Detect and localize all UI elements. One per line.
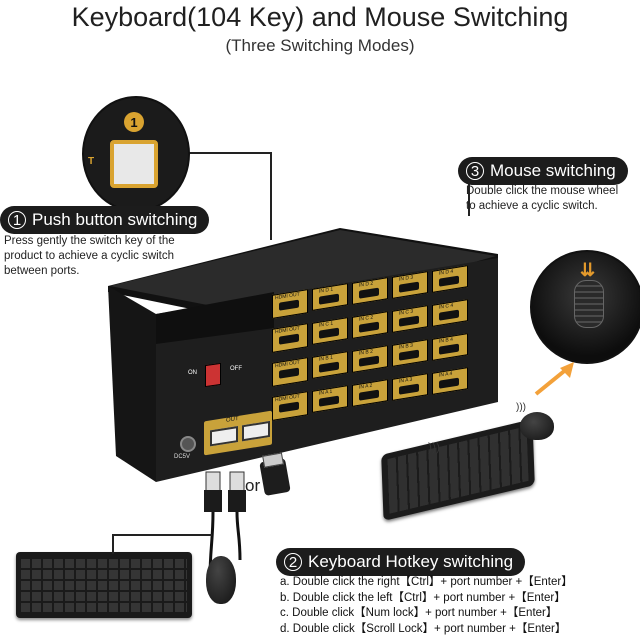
hotkey-item: c. Double click【Num lock】+ port number +… <box>280 607 558 619</box>
hdmi-in-port[interactable]: IN C 1 <box>312 317 348 345</box>
hdmi-in-port[interactable]: IN D 3 <box>392 271 428 299</box>
power-switch[interactable] <box>205 362 221 388</box>
hdmi-in-label: IN C 1 <box>319 320 334 329</box>
hdmi-in-label: IN A 4 <box>439 370 453 379</box>
wired-keyboard <box>16 552 192 618</box>
hdmi-in-label: IN D 3 <box>399 274 414 283</box>
hdmi-in-port[interactable]: IN D 1 <box>312 283 348 311</box>
hdmi-in-port[interactable]: IN C 4 <box>432 299 468 327</box>
connector-line <box>468 180 470 216</box>
hdmi-in-label: IN C 3 <box>399 308 414 317</box>
arrow-down-icon: ⇊ <box>580 260 596 280</box>
mouse-mode-description: Double click the mouse wheel to achieve … <box>466 185 619 212</box>
on-label: ON <box>188 370 197 376</box>
hdmi-in-port[interactable]: IN B 1 <box>312 351 348 379</box>
usb-cables <box>204 471 246 579</box>
push-mode-description: Press gently the switch key of the produ… <box>4 235 175 277</box>
hotkey-item: a. Double click the right【Ctrl】+ port nu… <box>280 576 573 588</box>
hdmi-in-port[interactable]: IN D 4 <box>432 265 468 293</box>
hdmi-in-label: IN B 1 <box>319 354 333 363</box>
hdmi-in-label: IN D 2 <box>359 280 374 289</box>
hdmi-in-port[interactable]: IN C 3 <box>392 305 428 333</box>
hdmi-out-port[interactable]: HDMI OUT <box>272 391 308 421</box>
hdmi-in-port[interactable]: IN A 3 <box>392 373 428 401</box>
hdmi-in-label: IN B 3 <box>399 342 413 351</box>
mode-number: 2 <box>284 553 302 571</box>
hdmi-out-port[interactable]: HDMI OUT <box>272 323 308 353</box>
hdmi-in-port[interactable]: IN A 2 <box>352 379 388 407</box>
page-subtitle: (Three Switching Modes) <box>225 36 415 55</box>
push-button-zoom: 1 T <box>82 96 190 212</box>
connector-line <box>180 152 272 154</box>
dc-label: DC5V <box>174 454 191 460</box>
wireless-mouse <box>520 412 554 440</box>
hdmi-in-port[interactable]: IN A 1 <box>312 385 348 413</box>
or-label: or <box>245 476 261 495</box>
arrow-up-right-icon <box>534 362 574 396</box>
mouse-wheel-zoom: ⇊ <box>530 250 640 364</box>
usb-receiver-icon <box>259 452 291 496</box>
hdmi-in-label: IN A 2 <box>359 382 373 391</box>
hdmi-in-label: IN A 1 <box>319 388 333 397</box>
page-title: Keyboard(104 Key) and Mouse Switching <box>71 2 569 32</box>
button-number-badge: 1 <box>124 112 144 132</box>
mode-label: Mouse switching <box>490 161 616 180</box>
hdmi-in-label: IN A 3 <box>399 376 413 385</box>
wifi-icon: ))) <box>516 402 526 413</box>
hdmi-in-port[interactable]: IN B 3 <box>392 339 428 367</box>
hdmi-in-port[interactable]: IN C 2 <box>352 311 388 339</box>
mouse-mode-badge: 3 Mouse switching <box>458 157 628 185</box>
off-label: OFF <box>230 366 242 372</box>
usb-port[interactable] <box>210 426 238 447</box>
hdmi-out-port[interactable]: HDMI OUT <box>272 357 308 387</box>
hdmi-in-port[interactable]: IN B 2 <box>352 345 388 373</box>
connector-line <box>270 152 272 240</box>
hdmi-out-port[interactable]: HDMI OUT <box>272 289 308 319</box>
usb-out-label: OUT <box>226 415 239 424</box>
push-mode-badge: 1 Push button switching <box>0 206 210 234</box>
hdmi-in-label: IN C 2 <box>359 314 374 323</box>
t-label: T <box>88 156 95 167</box>
hdmi-in-label: IN C 4 <box>439 302 454 311</box>
hdmi-in-label: IN B 4 <box>439 336 453 345</box>
mode-number: 3 <box>466 162 484 180</box>
hotkey-mode-badge: 2 Keyboard Hotkey switching <box>276 548 526 576</box>
keyboard-cable <box>112 534 114 554</box>
mode-label: Push button switching <box>32 210 198 229</box>
usb-port[interactable] <box>242 420 270 442</box>
hdmi-port-grid: HDMI OUT IN D 1 IN D 2 IN D 3 IN D 4 HDMI OUT… <box>272 265 472 448</box>
hdmi-in-port[interactable]: IN A 4 <box>432 367 468 395</box>
hdmi-in-label: IN D 1 <box>319 286 334 295</box>
hdmi-in-label: IN D 4 <box>439 268 454 277</box>
mode-label: Keyboard Hotkey switching <box>308 552 514 571</box>
mode-number: 1 <box>8 211 26 229</box>
hotkey-item: b. Double click the left【Ctrl】+ port num… <box>280 591 566 604</box>
dc-power-jack <box>180 436 196 452</box>
wired-mouse <box>206 556 236 604</box>
hotkey-list: a. Double click the right【Ctrl】+ port nu… <box>280 575 573 637</box>
keyboard-cable <box>112 534 212 536</box>
mouse-wheel[interactable] <box>574 280 604 328</box>
hdmi-in-label: IN B 2 <box>359 348 373 357</box>
hdmi-in-port[interactable]: IN B 4 <box>432 333 468 361</box>
push-button[interactable] <box>110 140 158 188</box>
hotkey-item: d. Double click【Scroll Lock】+ port numbe… <box>280 622 567 635</box>
hdmi-in-port[interactable]: IN D 2 <box>352 277 388 305</box>
wifi-icon: ))) <box>428 440 440 454</box>
